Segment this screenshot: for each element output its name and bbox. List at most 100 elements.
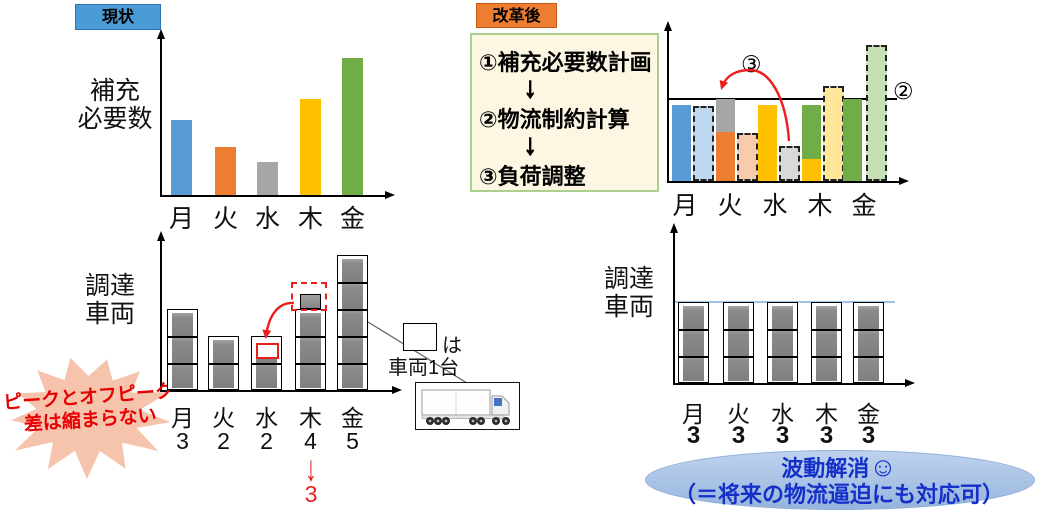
day-label: 火 — [717, 192, 743, 220]
day-label: 月 — [682, 401, 705, 427]
vehicle-block — [213, 363, 234, 388]
bar-solid-木 — [802, 105, 821, 159]
bar-solid-月 — [672, 105, 691, 181]
starburst-note: ピークとオフピーク 差は縮まらない — [2, 381, 175, 436]
current-state-badge: 現状 — [75, 4, 161, 30]
unit-divider — [167, 363, 198, 365]
logistics-constraint-line — [667, 98, 897, 100]
vehicle-count: 2 — [260, 428, 273, 454]
bar-dashed-月 — [693, 106, 714, 181]
red-empty-slot — [256, 343, 279, 359]
chart-d-y-axis — [669, 223, 678, 384]
vehicle-count: 3 — [731, 422, 746, 449]
unit-divider — [295, 336, 326, 338]
bar-金 — [342, 58, 363, 195]
vehicle-block — [772, 306, 793, 329]
bar-水 — [257, 162, 278, 195]
day-label: 月 — [168, 205, 195, 233]
bar-dashed-木 — [823, 86, 844, 181]
vehicle-block — [728, 329, 749, 356]
unit-divider — [337, 309, 368, 311]
vehicle-count: 4 — [304, 428, 317, 454]
vehicle-count: 3 — [819, 422, 834, 449]
vehicle-block — [300, 313, 321, 336]
bar-dashed-水 — [779, 146, 800, 181]
vehicle-block — [858, 306, 879, 329]
vehicle-block — [342, 282, 363, 309]
bar-solid-水 — [758, 105, 777, 181]
unit-divider — [767, 329, 798, 331]
day-label: 金 — [339, 205, 366, 233]
day-label: 水 — [771, 401, 794, 427]
unit-divider — [208, 363, 239, 365]
day-label: 金 — [851, 192, 877, 220]
unit-divider — [723, 329, 754, 331]
unit-divider — [337, 336, 368, 338]
chart-b-y-axis — [663, 21, 672, 182]
vehicle-block — [213, 340, 234, 363]
unit-divider — [678, 356, 709, 358]
bar-dashed-金 — [866, 45, 887, 181]
chart-b-x-axis — [667, 177, 909, 185]
vehicle-count: 5 — [346, 428, 359, 454]
result-line-2: （＝将来の物流逼迫にも対応可） — [673, 482, 1004, 507]
red-down-arrow: ↓ — [305, 449, 317, 490]
day-label: 木 — [807, 192, 833, 220]
day-label: 月 — [171, 405, 194, 431]
vehicle-block — [172, 313, 193, 336]
vehicle-count: 3 — [861, 422, 876, 449]
unit-divider — [723, 356, 754, 358]
moved-vehicle-dashed-outline — [291, 282, 327, 311]
chart-c-y-axis — [156, 231, 165, 391]
chart-a-y-axis — [156, 29, 165, 196]
bar-月 — [171, 120, 192, 195]
vehicle-block — [728, 356, 749, 381]
unit-divider — [251, 363, 282, 365]
day-label: 水 — [255, 405, 278, 431]
smiley-icon: ☺ — [869, 452, 897, 482]
day-label: 木 — [815, 401, 838, 427]
day-label: 金 — [341, 405, 364, 431]
day-label: 木 — [297, 205, 324, 233]
legend-suffix: は — [442, 335, 462, 357]
unit-divider — [853, 329, 884, 331]
truck-image-box — [415, 382, 520, 430]
step-3: ③負荷調整 — [479, 164, 586, 189]
vehicle-count: 2 — [217, 428, 230, 454]
vehicle-block — [300, 363, 321, 388]
vehicle-block — [342, 259, 363, 282]
vehicle-block — [816, 306, 837, 329]
vehicle-block — [256, 363, 277, 388]
result-line-1: 波動解消☺ — [781, 452, 897, 482]
result-ellipse — [645, 450, 1035, 510]
bar-木 — [300, 99, 321, 195]
circled-2-annotation: ② — [893, 78, 914, 104]
vehicle-block — [342, 336, 363, 363]
chart-c-title: 調達 車両 — [84, 272, 135, 328]
day-label: 水 — [762, 192, 788, 220]
bar-solid-火 — [716, 99, 735, 132]
vehicle-block — [342, 363, 363, 388]
unit-divider — [853, 356, 884, 358]
vehicle-block — [300, 336, 321, 363]
chart-a-title: 補充 必要数 — [77, 77, 153, 133]
step-2: ②物流制約計算 — [479, 107, 630, 132]
unit-divider — [767, 356, 798, 358]
chart-a-x-axis — [160, 191, 395, 199]
bar-dashed-火 — [737, 133, 758, 181]
day-label: 月 — [672, 192, 698, 220]
moved-vehicle-block — [300, 294, 321, 309]
vehicle-move-arrow — [262, 301, 295, 339]
bar-火 — [215, 147, 236, 195]
unit-divider — [167, 336, 198, 338]
vehicle-unit-legend-box — [403, 323, 437, 351]
reformed-state-badge: 改革後 — [476, 3, 557, 28]
bar-solid-木 — [802, 159, 821, 181]
vehicle-block — [683, 356, 704, 381]
vehicle-count: 3 — [686, 422, 701, 449]
unit-divider — [678, 329, 709, 331]
unit-divider — [337, 363, 368, 365]
vehicle-block — [683, 306, 704, 329]
flow-arrow-down-icon: ↓ — [523, 128, 537, 162]
